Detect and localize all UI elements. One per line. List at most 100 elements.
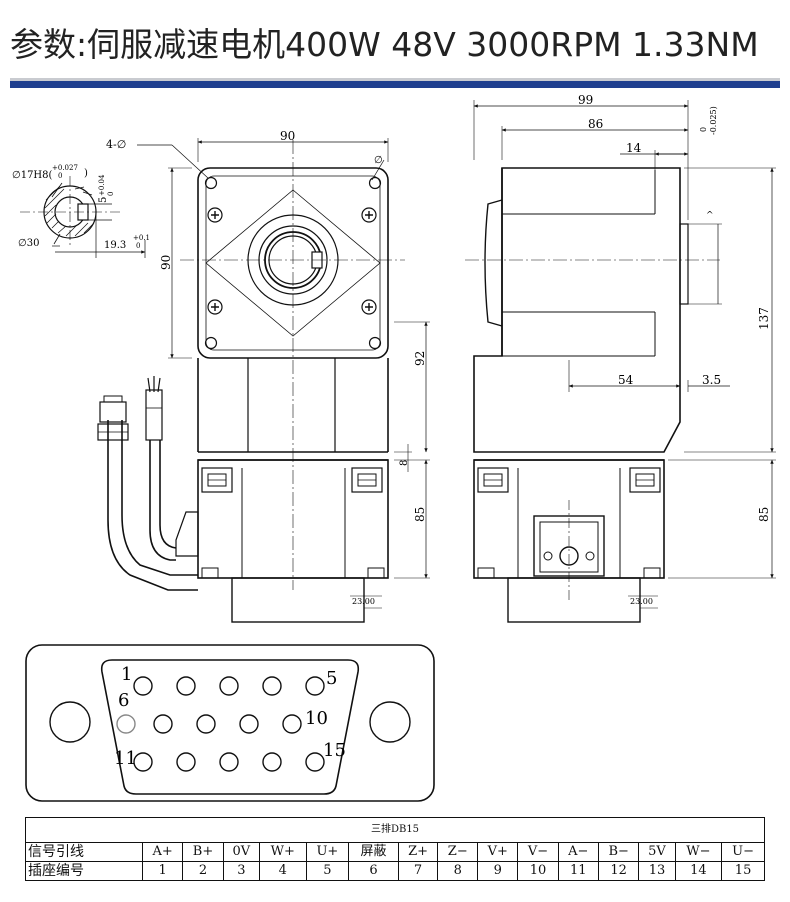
motor-technical-drawing: ∅17H8( +0.027 0 ) 5 +0.04 0 ∅30 19.3 +0.… — [12, 93, 776, 623]
table-cell-number: 15 — [721, 861, 765, 881]
side-height-dim: 137 — [757, 307, 771, 330]
front-width-dim: 90 — [280, 129, 295, 143]
table-cell-signal: Z+ — [397, 842, 439, 862]
title-underline-bar — [10, 78, 780, 88]
pin-hole — [176, 676, 196, 696]
pin-hole — [176, 752, 196, 772]
diag-callout: ∅ — [374, 155, 383, 166]
side-total-dim: 99 — [578, 93, 593, 107]
pin-hole — [133, 752, 153, 772]
key-tol-hi: +0.04 — [98, 174, 106, 196]
pin-hole — [305, 676, 325, 696]
connector-shell — [25, 644, 435, 802]
table-cell-number: 5 — [305, 861, 350, 881]
depth-dim-label: 19.3 — [104, 240, 126, 251]
table-cell-signal: Z− — [437, 842, 479, 862]
table-cell-number: 12 — [597, 861, 640, 881]
row-header-signals: 信号引线 — [25, 842, 143, 862]
table-cell-signal: B− — [597, 842, 640, 862]
side-offset-dim: 54 — [618, 373, 634, 387]
table-cell-signal: W− — [674, 842, 723, 862]
table-cell-number: 2 — [182, 861, 224, 881]
pin-label-1: 1 — [121, 664, 132, 685]
table-cell-signal: A− — [557, 842, 599, 862]
table-caption-row: 三排DB15 — [25, 817, 765, 843]
shaft-section-view — [20, 176, 146, 258]
table-cell-signal: 屏蔽 — [348, 842, 399, 862]
table-cell-signal: U− — [721, 842, 765, 862]
pin-hole — [116, 714, 136, 734]
table-cell-number: 1 — [141, 861, 184, 881]
side-flange-dim: 23.00 — [630, 597, 653, 606]
side-tol-hi: 0 — [699, 127, 708, 132]
db15-connector-drawing: 1 5 6 10 11 15 — [25, 644, 435, 802]
pin-label-10: 10 — [305, 708, 328, 729]
table-cell-signal: 5V — [638, 842, 676, 862]
table-cell-signal: B+ — [182, 842, 224, 862]
table-cell-signal: A+ — [141, 842, 184, 862]
table-cell-number: 11 — [557, 861, 599, 881]
table-cell-signal: V+ — [477, 842, 519, 862]
table-cell-number: 14 — [674, 861, 723, 881]
side-base-dim: 85 — [757, 507, 771, 522]
table-cell-number: 6 — [348, 861, 399, 881]
pin-hole — [239, 714, 259, 734]
pin-label-11: 11 — [114, 748, 137, 769]
pin-hole — [305, 752, 325, 772]
key-dim-label: 5 — [98, 197, 109, 203]
pin-hole — [153, 714, 173, 734]
table-cell-signal: U+ — [305, 842, 350, 862]
table-cell-number: 4 — [258, 861, 307, 881]
pin-hole — [219, 676, 239, 696]
body-length-dim: 92 — [413, 351, 427, 366]
pin-hole — [133, 676, 153, 696]
side-caret-mark: ^ — [706, 211, 714, 221]
table-cell-number: 9 — [477, 861, 519, 881]
hole-callout: 4-∅ — [106, 138, 126, 151]
bore-dim-label: ∅17H8( — [12, 170, 53, 181]
side-small-dim: 3.5 — [702, 373, 721, 387]
base-flange-dim: 23.00 — [352, 597, 375, 606]
pin-hole — [282, 714, 302, 734]
connector-d-shell — [100, 659, 360, 795]
front-height-dim: 90 — [159, 255, 173, 270]
table-cell-number: 8 — [437, 861, 479, 881]
side-tol-lo: -0.025) — [709, 106, 718, 135]
page-title: 参数:伺服减速电机400W 48V 3000RPM 1.33NM — [10, 25, 759, 64]
step-dim: 8 — [399, 460, 410, 466]
table-cell-number: 3 — [222, 861, 260, 881]
bore-tol-lo: 0 — [58, 172, 62, 180]
key-tol-lo: 0 — [107, 192, 115, 196]
table-cell-number: 10 — [517, 861, 559, 881]
table-cell-signal: 0V — [222, 842, 260, 862]
depth-tol-lo: 0 — [136, 242, 140, 250]
base-length-dim: 85 — [413, 507, 427, 522]
pin-hole — [262, 752, 282, 772]
row-header-numbers: 插座编号 — [25, 861, 143, 881]
table-cell-signal: W+ — [258, 842, 307, 862]
pin-hole — [262, 676, 282, 696]
pin-label-6: 6 — [118, 690, 129, 711]
pin-label-15: 15 — [323, 740, 346, 761]
pin-hole — [196, 714, 216, 734]
bore-tol-hi: +0.027 — [52, 164, 78, 172]
outer-dim-label: ∅30 — [18, 238, 39, 249]
table-cell-signal: V− — [517, 842, 559, 862]
front-view — [97, 138, 430, 623]
side-shaft-dim: 14 — [626, 141, 642, 155]
mount-hole-left — [49, 701, 91, 743]
table-cell-number: 7 — [397, 861, 439, 881]
mount-hole-right — [369, 701, 411, 743]
side-body-dim: 86 — [588, 117, 603, 131]
table-caption: 三排DB15 — [25, 817, 765, 843]
table-cell-number: 13 — [638, 861, 676, 881]
pin-hole — [219, 752, 239, 772]
svg-text:): ) — [84, 168, 88, 179]
pin-label-5: 5 — [326, 668, 337, 689]
depth-tol-hi: +0.1 — [133, 234, 150, 242]
side-view — [465, 100, 776, 623]
